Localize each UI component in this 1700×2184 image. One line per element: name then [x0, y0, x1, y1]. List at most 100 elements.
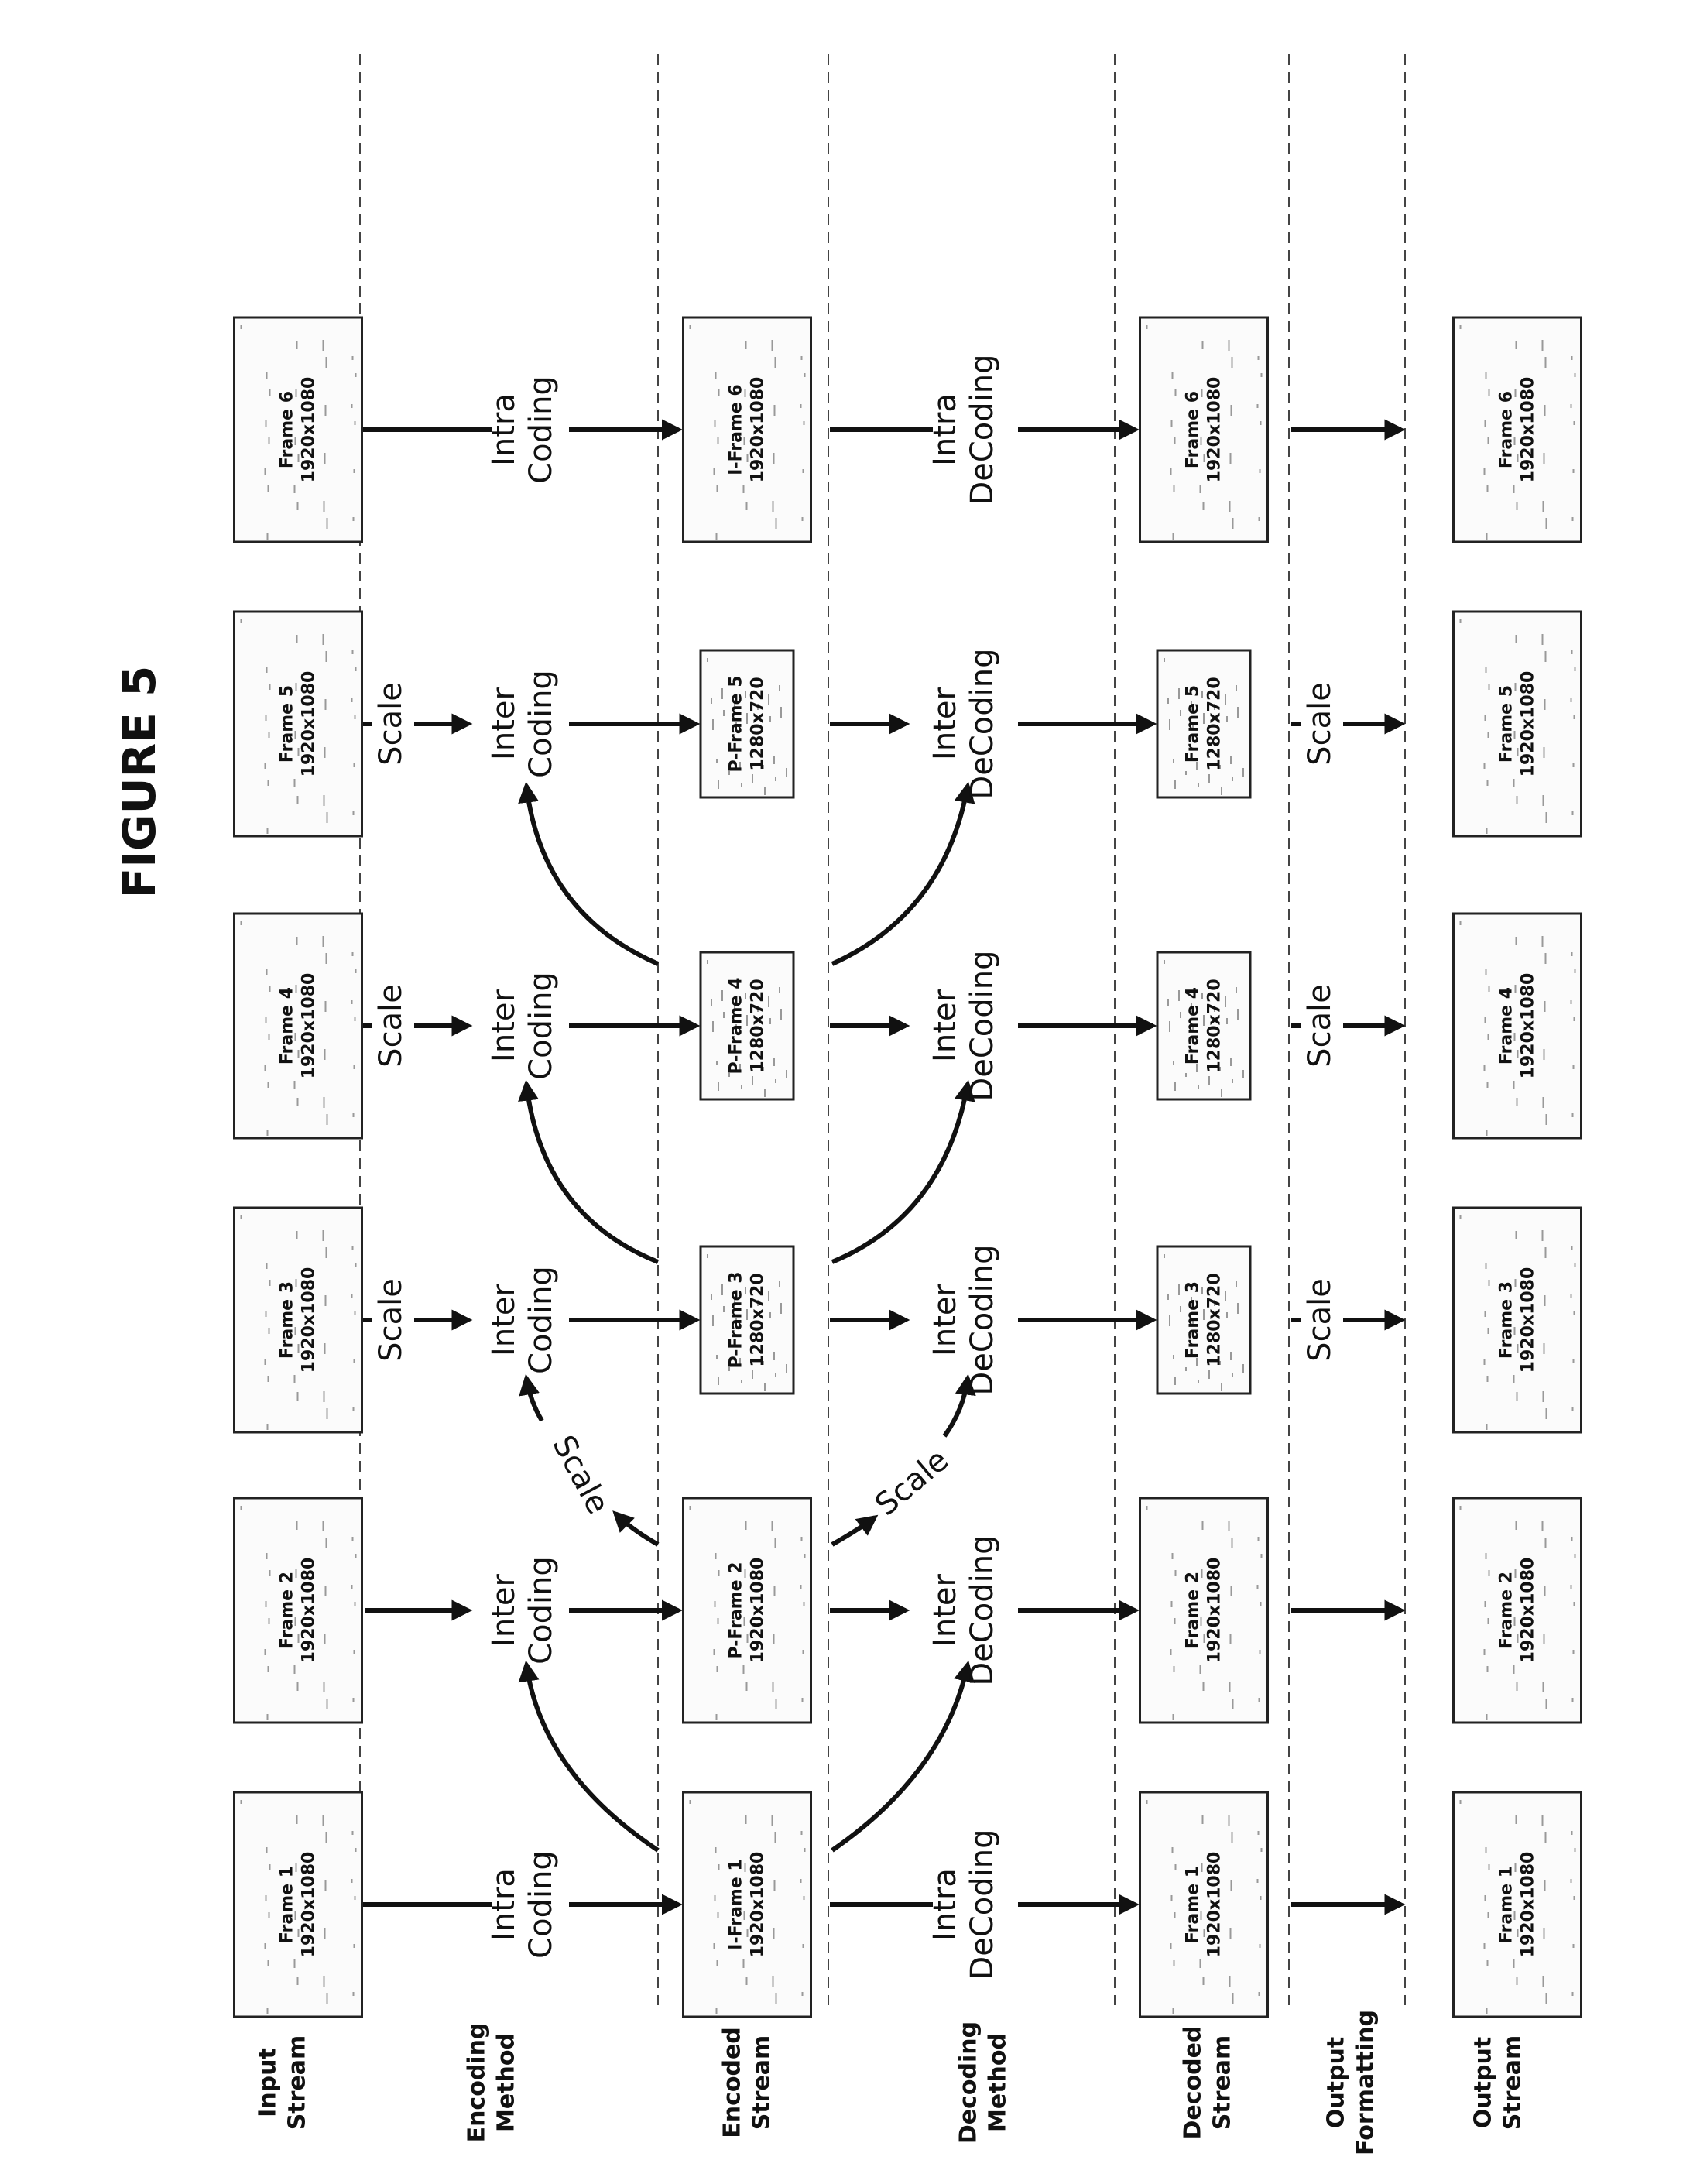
- scan-noise: [1178, 990, 1180, 1001]
- scan-noise: [269, 1570, 271, 1576]
- scan-noise: [1226, 1312, 1228, 1318]
- scan-noise: [355, 1017, 356, 1021]
- scan-noise: [1571, 1585, 1572, 1589]
- output-frame-2-resolution: 1920x1080: [1519, 1558, 1538, 1664]
- decoding-method-1-line-1: Intra: [927, 1868, 963, 1941]
- scan-noise: [1571, 698, 1572, 702]
- lane-label-7-line-2: Stream: [1499, 2035, 1527, 2131]
- scan-noise: [1180, 1012, 1181, 1018]
- scan-noise: [712, 1021, 714, 1032]
- scan-noise: [1242, 1364, 1244, 1373]
- scan-noise: [773, 1976, 774, 1987]
- lane-label-5-line-2: Stream: [1209, 2035, 1236, 2131]
- lane-label-5-line-1: Decoded: [1180, 2026, 1207, 2140]
- scan-noise: [325, 1001, 327, 1012]
- scan-noise: [1146, 1800, 1148, 1804]
- encoding-method-1: IntraCoding: [486, 1850, 559, 1959]
- scan-noise: [1517, 1098, 1518, 1106]
- input-frame-1-resolution: 1920x1080: [300, 1852, 319, 1958]
- scan-noise: [1575, 1263, 1576, 1267]
- input-frame-6-resolution: 1920x1080: [300, 377, 319, 483]
- scan-noise: [779, 685, 780, 691]
- encoded-frame-2-name: P-Frame 2: [727, 1562, 746, 1659]
- scan-noise: [297, 1098, 299, 1106]
- scan-noise: [324, 1343, 326, 1354]
- output-frame-6: Frame 61920x1080: [1454, 317, 1582, 542]
- scan-noise: [266, 1847, 268, 1853]
- scan-noise: [718, 1618, 719, 1624]
- scan-noise: [712, 719, 714, 730]
- scan-noise: [268, 1960, 269, 1966]
- scan-noise: [1232, 1373, 1233, 1377]
- scan-noise: [1174, 1618, 1176, 1624]
- scan-noise: [1573, 1065, 1575, 1069]
- scan-noise: [1258, 1831, 1260, 1835]
- output-frame-3-resolution: 1920x1080: [1519, 1267, 1538, 1373]
- encoding-method-5-line-2: Coding: [523, 670, 559, 778]
- scan-noise: [324, 1097, 325, 1108]
- scan-noise: [721, 1284, 723, 1295]
- decoding-method-5-line-1: Inter: [927, 687, 963, 760]
- scan-noise: [1202, 1521, 1204, 1530]
- output-frame-4-name: Frame 4: [1497, 987, 1517, 1065]
- decoded-frame-5-name: Frame 5: [1184, 685, 1203, 763]
- input-frame-3-name: Frame 3: [278, 1281, 297, 1359]
- scan-noise: [1517, 1977, 1518, 1985]
- scan-noise: [1173, 759, 1174, 763]
- scan-noise: [327, 1408, 328, 1419]
- scan-noise: [1236, 685, 1237, 691]
- scan-noise: [1545, 1538, 1547, 1548]
- scan-noise: [1259, 517, 1260, 521]
- scan-noise: [351, 404, 353, 408]
- lane-label-2: EncodingMethod: [464, 2023, 520, 2143]
- scan-noise: [1229, 1976, 1231, 1987]
- scan-noise: [715, 1895, 716, 1901]
- input-frame-5: Frame 51920x1080: [235, 612, 362, 836]
- scan-noise: [743, 1665, 745, 1674]
- scan-noise: [296, 937, 298, 945]
- scan-noise: [1164, 658, 1165, 662]
- decoded-frame-4: Frame 41280x720: [1157, 952, 1250, 1099]
- scan-noise: [764, 787, 766, 795]
- scan-noise: [1546, 1699, 1547, 1709]
- scan-noise: [1203, 1977, 1205, 1985]
- scan-noise: [294, 1375, 296, 1383]
- scan-noise: [711, 999, 712, 1006]
- scan-noise: [268, 1376, 269, 1382]
- scan-noise: [352, 356, 354, 360]
- scan-noise: [707, 1254, 708, 1258]
- scan-noise: [1543, 501, 1544, 512]
- scan-noise: [324, 1634, 326, 1644]
- output-scale-3-line-1: Scale: [1302, 1278, 1338, 1362]
- scan-noise: [327, 1699, 328, 1709]
- scan-noise: [1174, 1082, 1176, 1091]
- scan-noise: [323, 936, 324, 947]
- scan-noise: [351, 1294, 353, 1298]
- dec-ref-arrow-3-4: [832, 1084, 968, 1262]
- scan-noise: [269, 1280, 271, 1286]
- scan-noise: [323, 634, 324, 645]
- scan-noise: [1221, 1383, 1222, 1391]
- scan-noise: [745, 341, 747, 349]
- scan-noise: [327, 518, 328, 529]
- scan-noise: [296, 1521, 298, 1530]
- scan-noise: [1489, 1570, 1490, 1576]
- scan-noise: [773, 756, 775, 764]
- scan-noise: [1517, 502, 1518, 510]
- scan-noise: [804, 1896, 805, 1900]
- scan-noise: [718, 1082, 719, 1091]
- scan-noise: [1171, 420, 1173, 427]
- scan-noise: [268, 780, 269, 786]
- scan-noise: [1488, 732, 1489, 738]
- scan-noise: [265, 1649, 266, 1655]
- scan-noise: [1486, 1130, 1488, 1136]
- scan-noise: [716, 1714, 718, 1720]
- scan-noise: [1460, 325, 1462, 329]
- scan-noise: [1517, 1682, 1518, 1691]
- scan-noise: [269, 732, 270, 738]
- scan-noise: [353, 1113, 355, 1117]
- scan-noise: [1571, 1879, 1572, 1883]
- scan-noise: [1488, 437, 1489, 444]
- scan-noise: [1229, 1521, 1230, 1531]
- scan-noise: [1230, 1058, 1232, 1066]
